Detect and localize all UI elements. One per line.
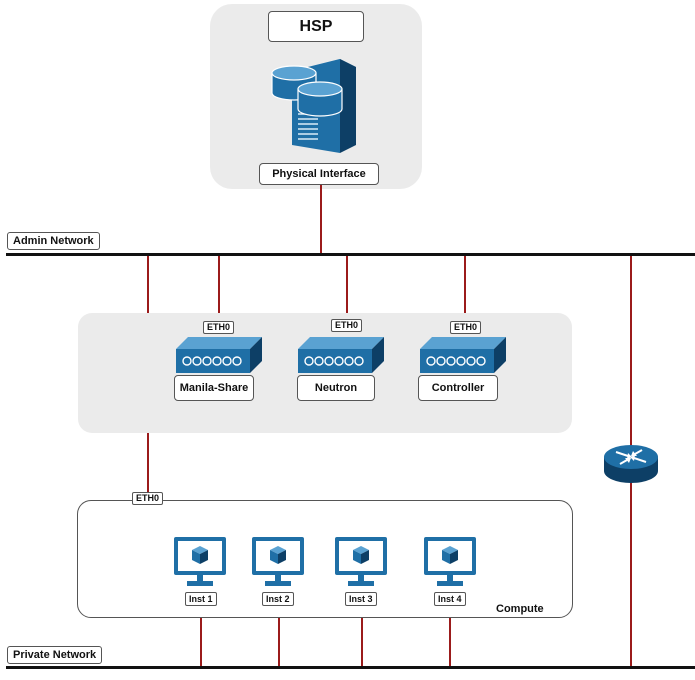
router-icon <box>604 445 658 483</box>
manila-admin-link <box>218 254 220 322</box>
compute-eth0-tag: ETH0 <box>132 492 164 505</box>
physical-interface-label: Physical Interface <box>259 163 379 185</box>
inst4-label: Inst 4 <box>434 592 466 606</box>
manila-eth0-tag: ETH0 <box>203 321 235 334</box>
switch-icon <box>298 337 384 373</box>
server-with-database-icon <box>271 59 356 153</box>
switch-icon <box>176 337 262 373</box>
inst1-label: Inst 1 <box>185 592 217 606</box>
neutron-admin-link <box>346 254 348 320</box>
monitor-cube-icon <box>424 537 476 586</box>
private-network-bus <box>6 666 695 669</box>
hsp-title: HSP <box>268 11 364 42</box>
inst2-label: Inst 2 <box>262 592 294 606</box>
monitor-cube-icon <box>252 537 304 586</box>
manila-share-label: Manila-Share <box>174 375 254 401</box>
private-network-label: Private Network <box>7 646 103 664</box>
compute-box <box>77 500 573 618</box>
admin-network-label: Admin Network <box>7 232 100 250</box>
controller-admin-link <box>464 254 466 322</box>
controller-label: Controller <box>418 375 498 401</box>
admin-network-bus <box>6 253 695 256</box>
inst3-label: Inst 3 <box>345 592 377 606</box>
monitor-cube-icon <box>335 537 387 586</box>
controller-eth0-tag: ETH0 <box>450 321 482 334</box>
hsp-admin-link <box>320 185 322 254</box>
inst4-private-link <box>449 604 451 668</box>
neutron-label: Neutron <box>297 375 375 401</box>
compute-label: Compute <box>496 603 544 615</box>
inst2-private-link <box>278 604 280 668</box>
switch-icon <box>420 337 506 373</box>
monitor-cube-icon <box>174 537 226 586</box>
inst3-private-link <box>361 604 363 668</box>
inst1-private-link <box>200 604 202 668</box>
neutron-eth0-tag: ETH0 <box>331 319 363 332</box>
